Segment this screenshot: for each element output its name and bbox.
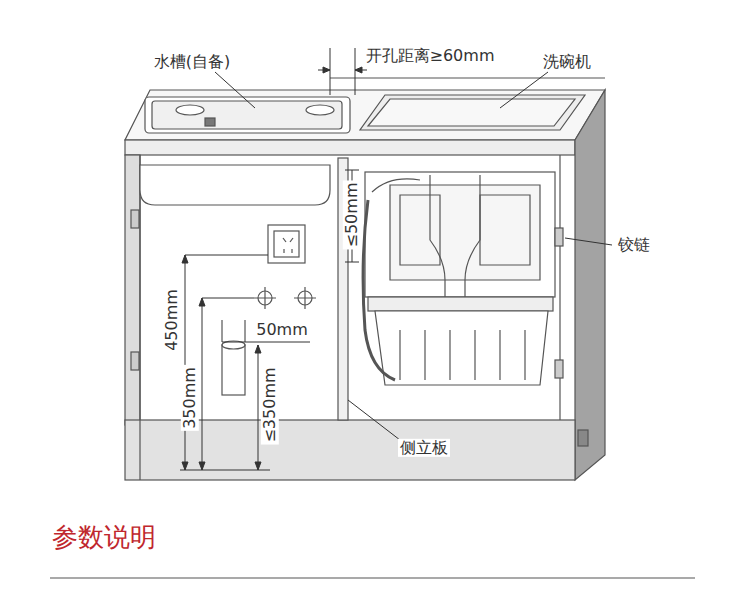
dishwasher-label: 洗碗机 [541,53,593,71]
sink-label: 水槽(自备) [152,53,232,71]
height-dimension: ≤350mm [261,365,279,444]
height-dimension: 450mm [163,287,181,353]
height-dimension: 350mm [181,365,199,431]
gap-dimension: ≤50mm [343,181,361,250]
width-dimension: 50mm [254,321,310,339]
side-panel-label: 侧立板 [398,439,450,457]
hinge-label: 铰链 [616,236,652,254]
section-heading: 参数说明 [52,520,156,555]
cutout-dimension: 开孔距离≥60mm [364,47,497,65]
